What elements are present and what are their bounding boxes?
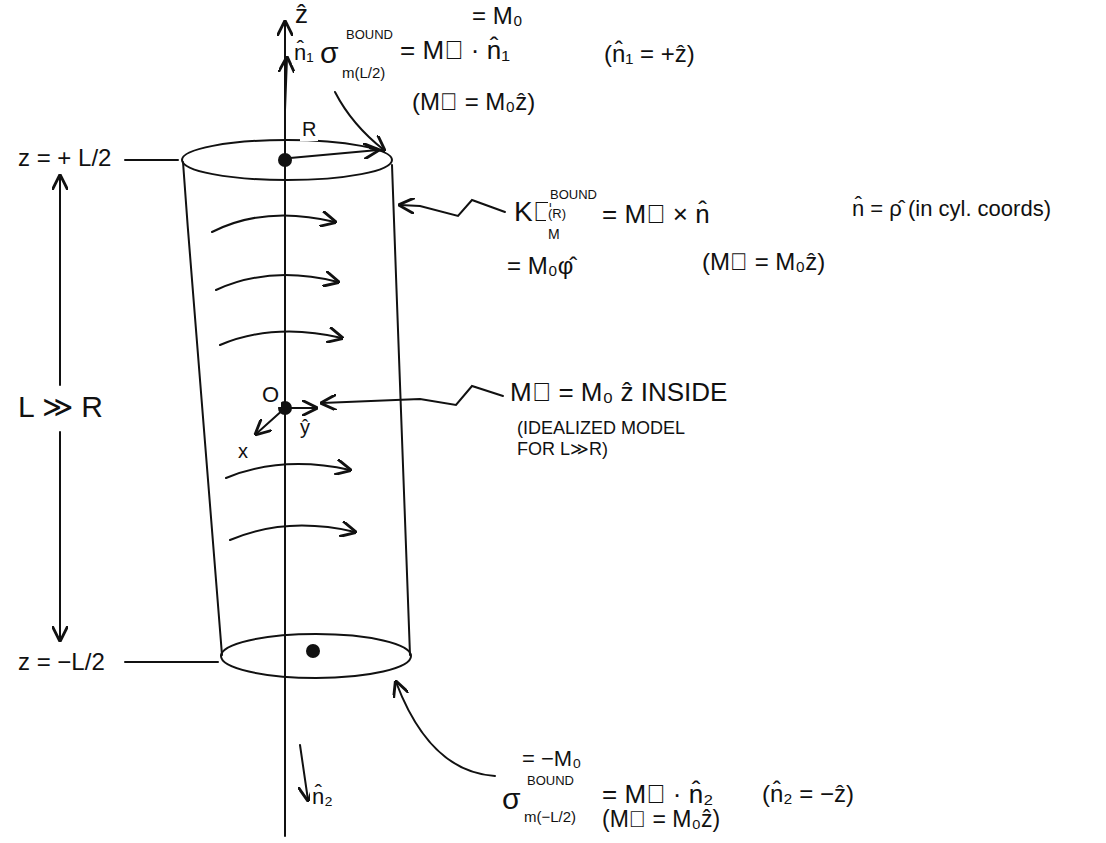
bottom-face [221, 634, 411, 678]
axis-label: x [236, 440, 250, 463]
normal-label: n̂₁ [292, 40, 316, 65]
radius-arrow [290, 150, 378, 158]
subscript: m(−L/2) [522, 808, 578, 825]
superscript: BOUND [525, 774, 576, 789]
equation-note: (M⃗ = M₀ẑ) [600, 806, 722, 832]
origin-label: O [260, 382, 281, 407]
superscript: BOUND [344, 28, 395, 43]
top-tick [125, 159, 178, 161]
equation-note: (M⃗ = M₀ẑ) [410, 88, 537, 116]
superscript: (R) [546, 207, 568, 222]
leader-line [396, 682, 495, 776]
cylinder-right-side [392, 165, 410, 655]
axis-label: ẑ [293, 0, 310, 30]
equation: = M₀ [470, 2, 525, 30]
position-label: z = + L/2 [16, 144, 113, 172]
length-arrow-up [59, 176, 61, 385]
current-arrow [230, 526, 355, 540]
bottom-tick [125, 661, 218, 663]
length-arrow-down [59, 432, 61, 640]
symbol: σ [500, 782, 523, 817]
equation-note: (n̂₂ = −ẑ) [760, 780, 856, 808]
leader-line [335, 92, 384, 150]
end-point [278, 153, 292, 167]
normal-vector-top [285, 58, 287, 110]
length-label: L ≫ R [16, 390, 105, 425]
equation: = M⃗ × n̂ [600, 200, 712, 230]
end-point [306, 644, 320, 658]
leader-line [322, 386, 503, 405]
model-note: (IDEALIZED MODEL FOR L≫R) [515, 418, 729, 459]
equation: = −M₀ [520, 746, 583, 771]
subscript: m(L/2) [340, 64, 387, 81]
symbol: σ [318, 36, 341, 71]
current-arrow [220, 331, 342, 345]
equation-note: n̂ = ρ̂ (in cyl. coords) [850, 196, 1054, 221]
leader-line [400, 200, 505, 216]
normal-vector-bottom [300, 745, 308, 800]
normal-label: n̂₂ [310, 784, 335, 809]
equation-note: (n̂₁ = +ẑ) [602, 40, 697, 68]
equation: M⃗ = M₀ ẑ INSIDE [508, 378, 729, 408]
subscript: M [546, 226, 562, 242]
top-face [182, 140, 392, 180]
z-axis [284, 22, 286, 836]
current-arrow [212, 215, 335, 232]
superscript: BOUND [548, 188, 599, 203]
cylinder-left-side [183, 162, 222, 655]
current-arrow [216, 275, 338, 290]
position-label: z = −L/2 [16, 648, 107, 676]
current-arrow [226, 464, 350, 478]
equation: = M⃗ · n̂₁ [398, 36, 512, 66]
radius-label: R [300, 118, 318, 141]
equation: = M₀φ̂ [505, 252, 575, 280]
axis-label: ŷ [298, 416, 312, 439]
equation-note: (M⃗ = M₀ẑ) [700, 248, 827, 276]
